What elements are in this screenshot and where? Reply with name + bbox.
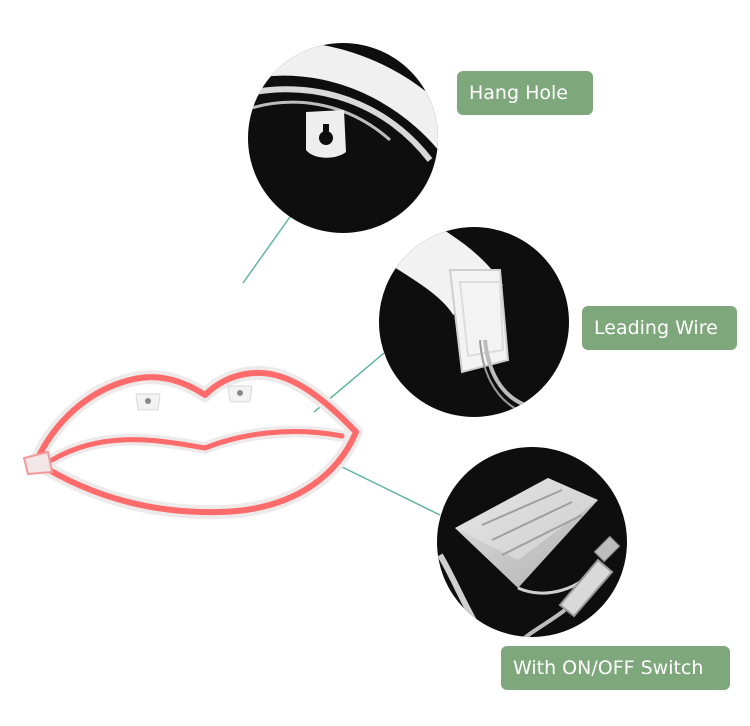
leading-wire-label: Leading Wire xyxy=(582,306,737,350)
switch-label: With ON/OFF Switch xyxy=(501,646,730,690)
neon-lips xyxy=(22,365,363,520)
switch-leader-line xyxy=(337,464,441,516)
hang-hole-label: Hang Hole xyxy=(457,71,593,115)
hang-hole-leader-line xyxy=(242,213,293,284)
switch-detail xyxy=(437,447,627,637)
hang-hole-detail xyxy=(248,43,438,233)
leading-wire-detail xyxy=(379,227,569,417)
